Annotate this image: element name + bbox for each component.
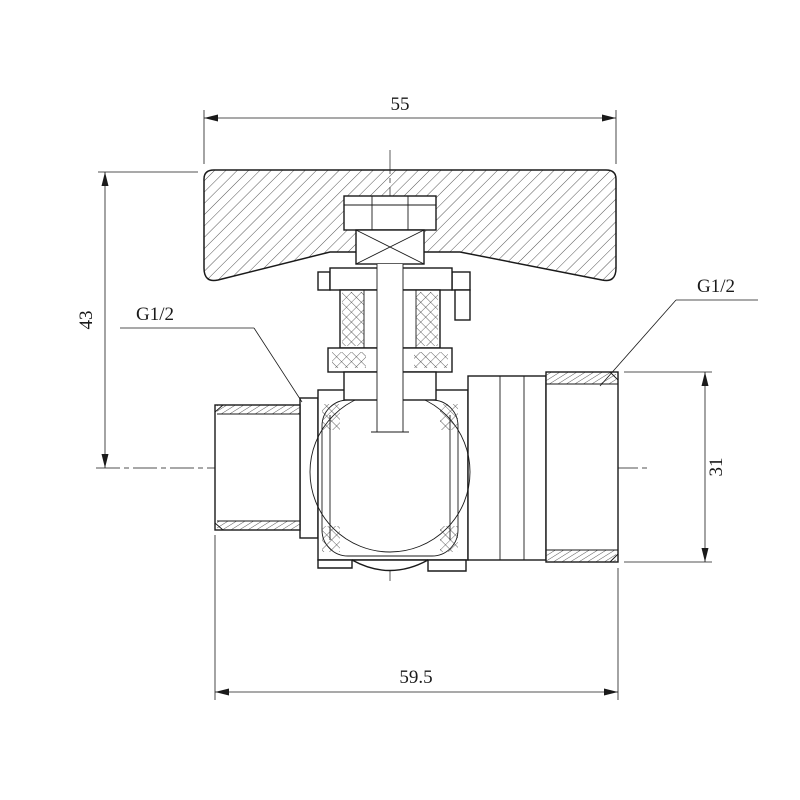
- dim-text-bottom-width: 59.5: [399, 667, 432, 688]
- dimension-top-width: 55: [203, 94, 617, 164]
- arrowhead-left: [204, 114, 218, 122]
- port-label-left: G1/2: [120, 304, 303, 403]
- dim-text-left-height: 43: [76, 311, 97, 330]
- arrowhead-up: [101, 172, 109, 186]
- valve-body: [214, 371, 619, 572]
- arrowhead-right: [602, 114, 616, 122]
- dimension-bottom-width: 59.5: [214, 535, 619, 700]
- port-label-right: G1/2: [599, 276, 758, 387]
- arrowhead-up: [701, 372, 709, 386]
- valve-stem: [371, 264, 409, 433]
- packing-nut: [343, 195, 437, 231]
- stem-square: [355, 229, 425, 265]
- left-port-thread: [214, 404, 301, 531]
- port-label-left-text: G1/2: [136, 304, 174, 325]
- arrowhead-down: [701, 548, 709, 562]
- arrowhead-down: [101, 454, 109, 468]
- arrowhead-right: [604, 688, 618, 696]
- dimension-right-height: 31: [624, 371, 727, 563]
- dimension-left-height: 43: [76, 171, 198, 468]
- port-label-right-text: G1/2: [697, 276, 735, 297]
- bonnet: [317, 264, 471, 433]
- dim-text-right-height: 31: [706, 458, 727, 477]
- right-port-thread: [545, 371, 619, 563]
- dim-text-top-width: 55: [391, 94, 410, 115]
- arrowhead-left: [215, 688, 229, 696]
